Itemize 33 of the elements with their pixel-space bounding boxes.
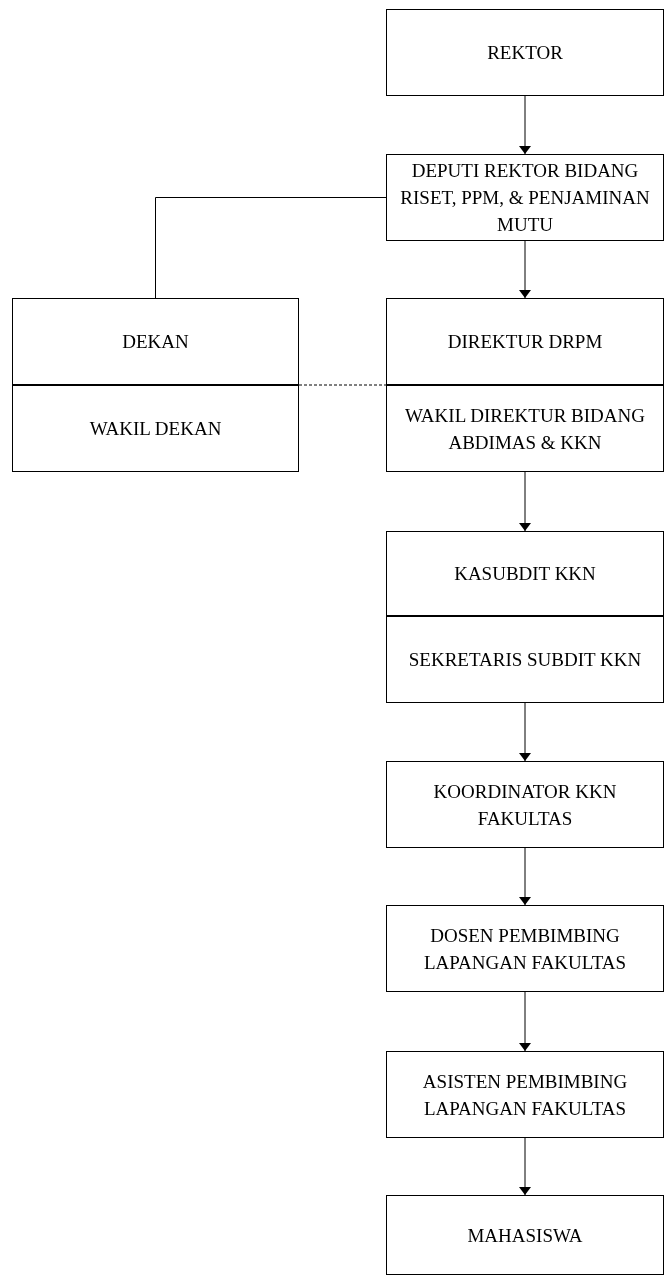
connector-line bbox=[155, 197, 387, 299]
position-title: SEKRETARIS SUBDIT KKN bbox=[408, 648, 642, 672]
position-title: KOORDINATOR KKN FAKULTAS bbox=[432, 779, 618, 831]
arrow bbox=[521, 991, 529, 1052]
position-title: DEPUTI REKTOR BIDANG RISET, PPM, & PENJAMINAN MUTU bbox=[399, 159, 651, 237]
position-title: MAHASISWA bbox=[467, 1223, 583, 1248]
position-box bbox=[12, 298, 299, 385]
position-title: WAKIL DEKAN bbox=[89, 417, 222, 441]
arrow bbox=[521, 1137, 529, 1196]
position-box bbox=[12, 385, 299, 472]
position-title: DOSEN PEMBIMBING LAPANGAN FAKULTAS bbox=[422, 923, 628, 975]
position-box bbox=[386, 9, 664, 96]
position-box bbox=[386, 616, 664, 703]
position-box bbox=[386, 1051, 664, 1138]
position-box bbox=[386, 154, 664, 241]
arrow bbox=[521, 471, 529, 532]
position-title: DIREKTUR DRPM bbox=[447, 330, 603, 354]
position-title: ASISTEN PEMBIMBING LAPANGAN FAKULTAS bbox=[421, 1069, 629, 1121]
arrow bbox=[521, 95, 529, 155]
position-box bbox=[386, 761, 664, 848]
position-box bbox=[386, 531, 664, 616]
position-box bbox=[386, 1195, 664, 1275]
arrow bbox=[521, 240, 529, 299]
connector-line bbox=[298, 384, 387, 386]
position-box bbox=[386, 298, 664, 385]
position-title: KASUBDIT KKN bbox=[454, 562, 596, 586]
position-title: WAKIL DIREKTUR BIDANG ABDIMAS & KKN bbox=[404, 403, 646, 455]
position-title: DEKAN bbox=[122, 330, 189, 354]
arrow bbox=[521, 702, 529, 762]
position-box bbox=[386, 385, 664, 472]
position-title: REKTOR bbox=[487, 41, 563, 65]
arrow bbox=[521, 847, 529, 906]
position-box bbox=[386, 905, 664, 992]
